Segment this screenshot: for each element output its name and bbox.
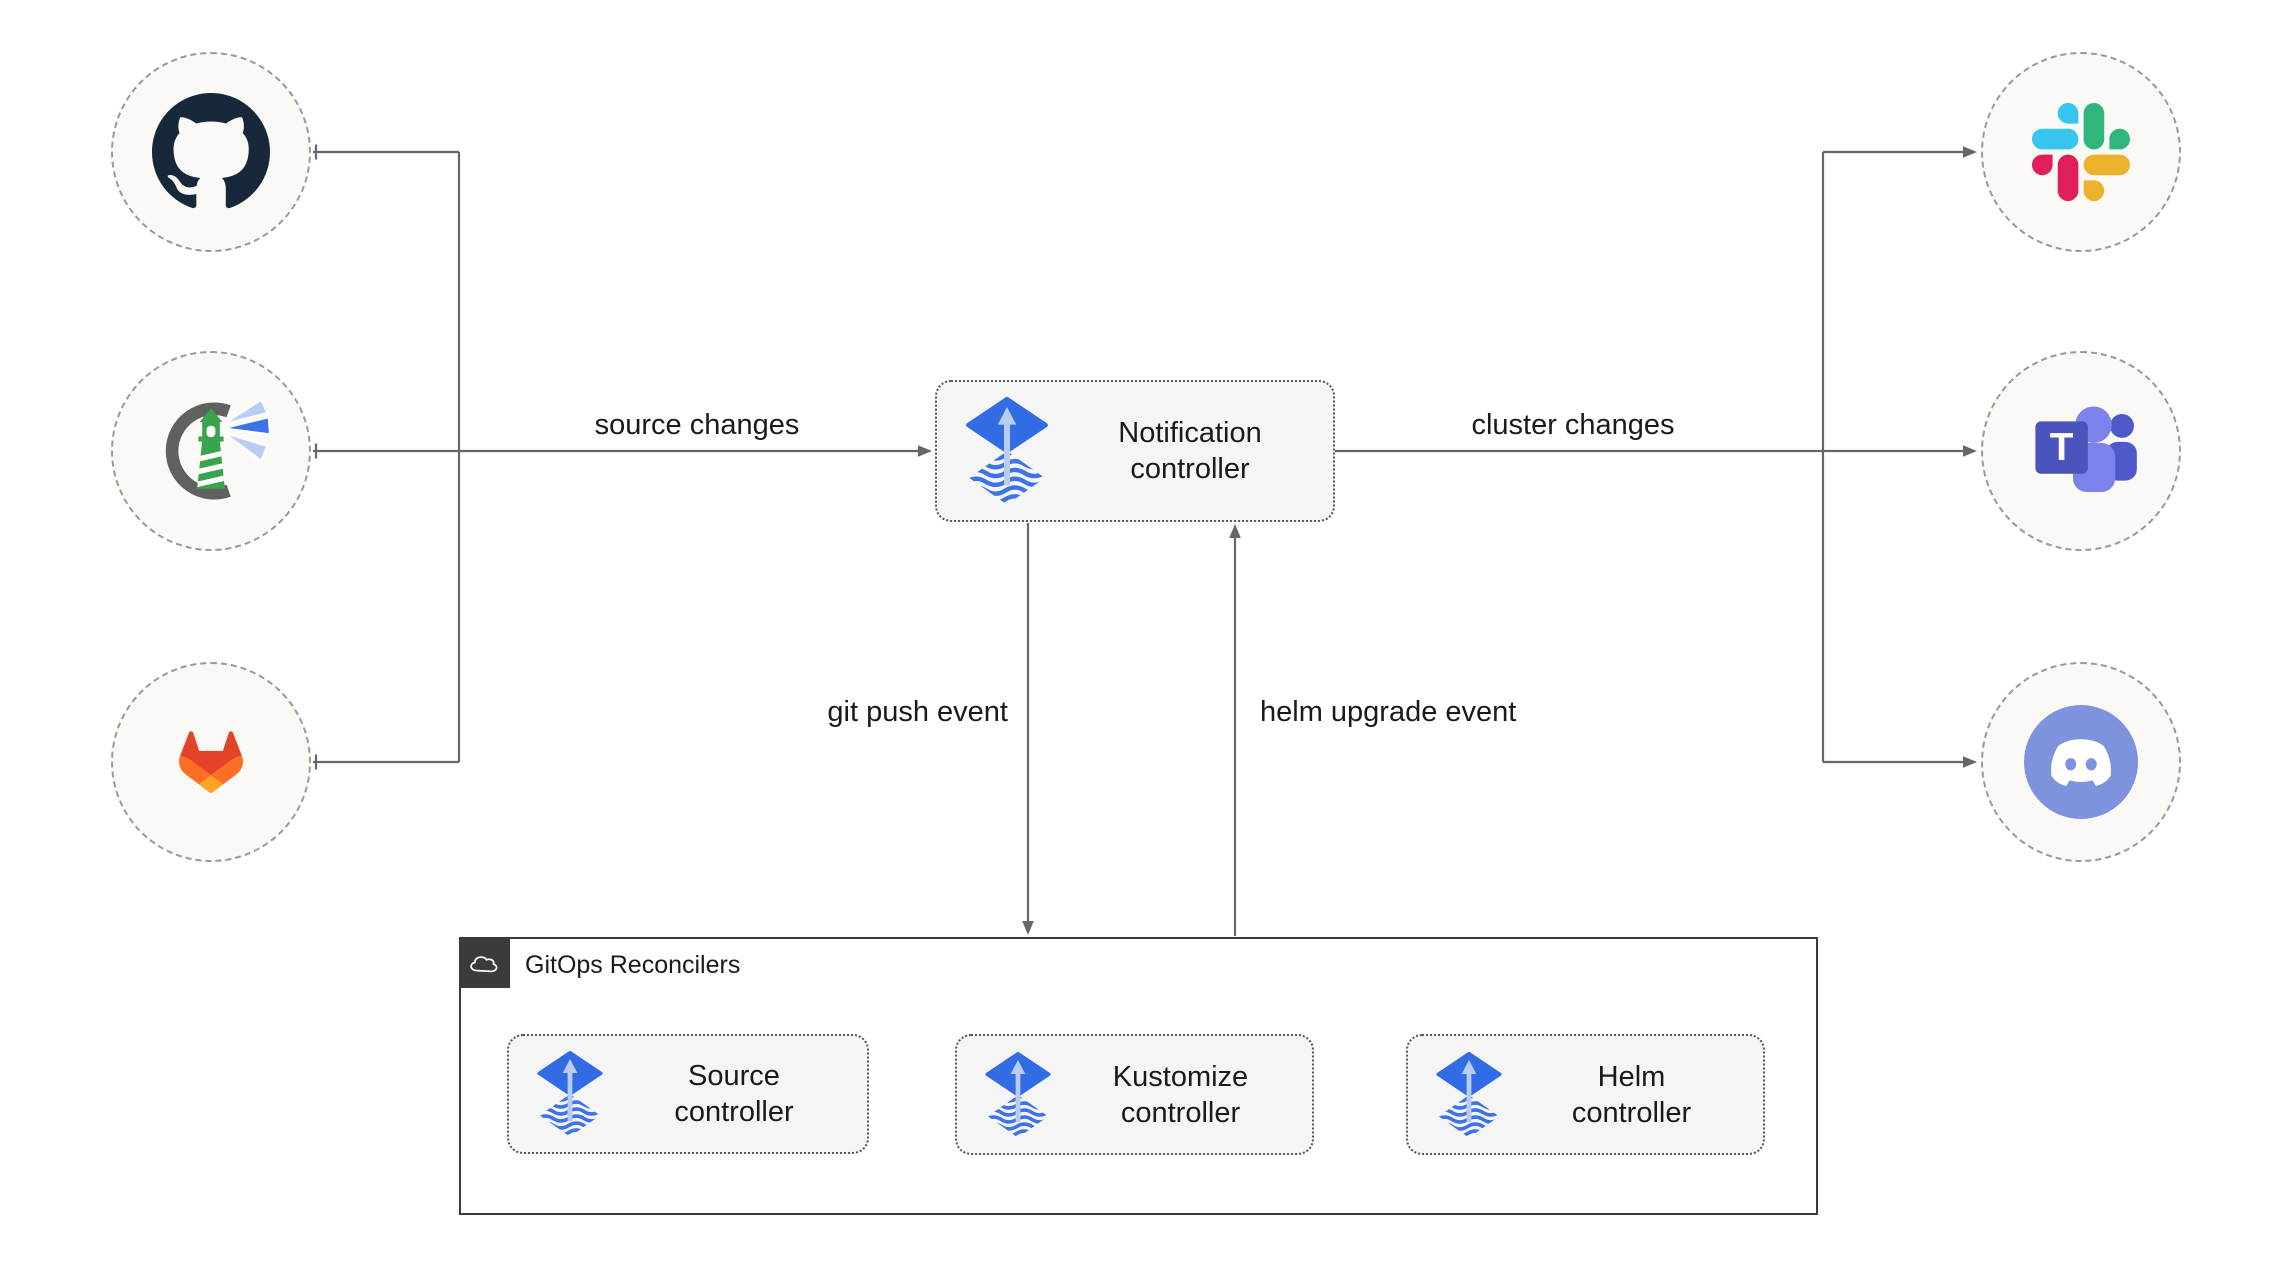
flux-icon [985,1051,1051,1138]
kustomize-controller-box: Kustomize controller [955,1034,1314,1155]
edge-label-cluster-changes: cluster changes [1471,409,1675,441]
node-slack [1981,52,2181,252]
node-gitlab [111,662,311,862]
discord-icon [2024,705,2138,819]
container-header [458,936,510,988]
cloud-icon [470,956,498,973]
node-discord [1981,662,2181,862]
node-github [111,52,311,252]
github-icon [152,93,270,209]
source-controller-label: Source controller [674,1060,794,1128]
node-ms-teams: T [1981,351,2181,551]
kustomize-controller-label: Kustomize controller [1112,1060,1249,1129]
harbor-icon [165,397,272,500]
gitlab-icon [179,731,243,793]
source-controller-box: Source controller [507,1034,869,1154]
ms-teams-icon: T [2035,406,2137,493]
edge-label-helm-upgrade-event: helm upgrade event [1260,696,1517,728]
slack-icon [2032,103,2130,201]
helm-controller-label: Helm controller [1571,1060,1692,1129]
notification-controller-label: Notification controller [1118,417,1262,485]
node-harbor [111,351,311,551]
flux-icon [1436,1051,1502,1138]
flux-icon [966,396,1048,505]
flux-icon [537,1050,603,1137]
edge-label-source-changes: source changes [594,409,800,441]
helm-controller-box: Helm controller [1406,1034,1765,1155]
edge-label-git-push-event: git push event [827,696,1008,728]
notification-controller-box: Notification controller [935,380,1335,522]
gitops-reconcilers-container: GitOps Reconcilers Source controller [458,936,1818,1215]
teams-letter: T [2050,426,2074,469]
container-title: GitOps Reconcilers [525,951,741,979]
